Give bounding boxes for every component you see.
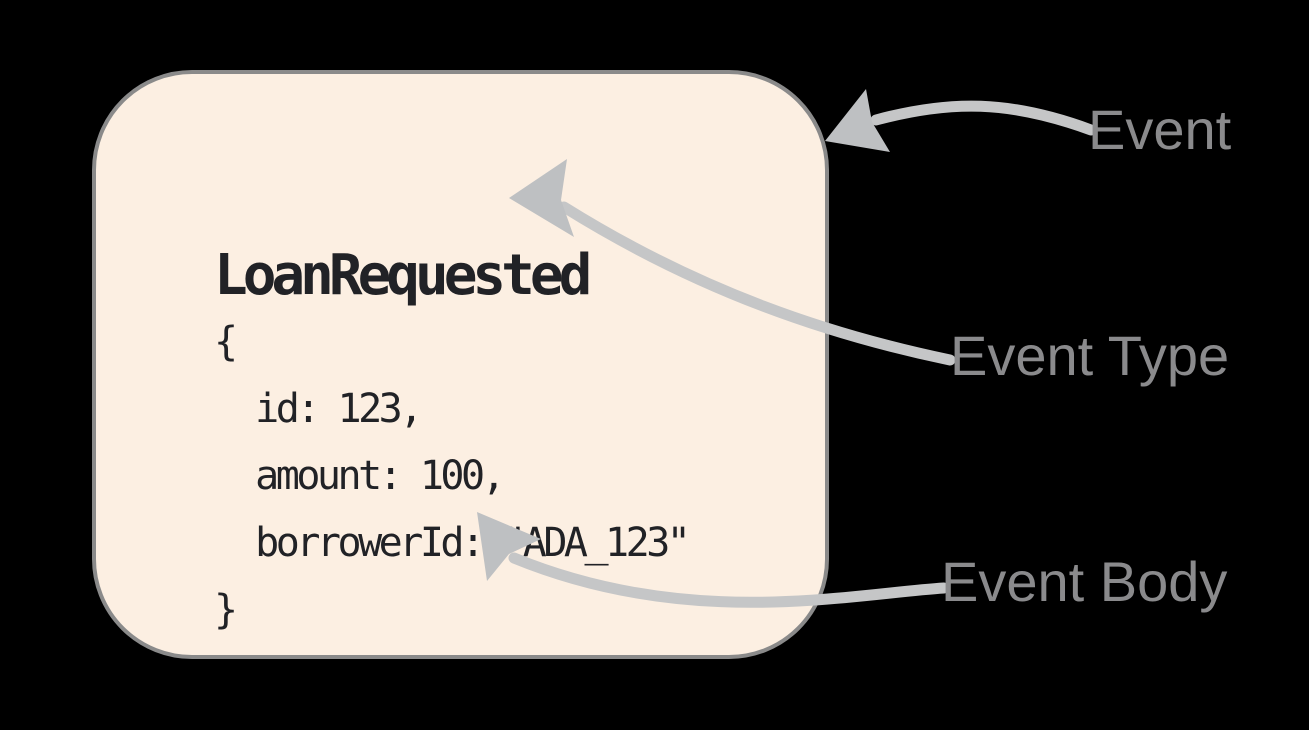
event-body-line: amount: 100,: [214, 453, 506, 499]
event-label: Event: [1088, 98, 1232, 161]
event-arrowhead-icon: [825, 89, 890, 152]
event-type-label: Event Type: [950, 324, 1230, 387]
event-code-block: LoanRequested { id: 123, amount: 100, bo…: [214, 242, 691, 644]
event-card: LoanRequested { id: 123, amount: 100, bo…: [92, 70, 829, 659]
event-body-line: }: [214, 587, 238, 633]
event-body-line: id: 123,: [214, 386, 423, 432]
event-body-line: {: [214, 319, 238, 365]
event-type-name: LoanRequested: [214, 243, 592, 308]
event-body-line: borrowerId: "ADA_123": [214, 520, 691, 566]
event-body-label: Event Body: [941, 550, 1228, 613]
event-arrow: [825, 89, 1097, 152]
